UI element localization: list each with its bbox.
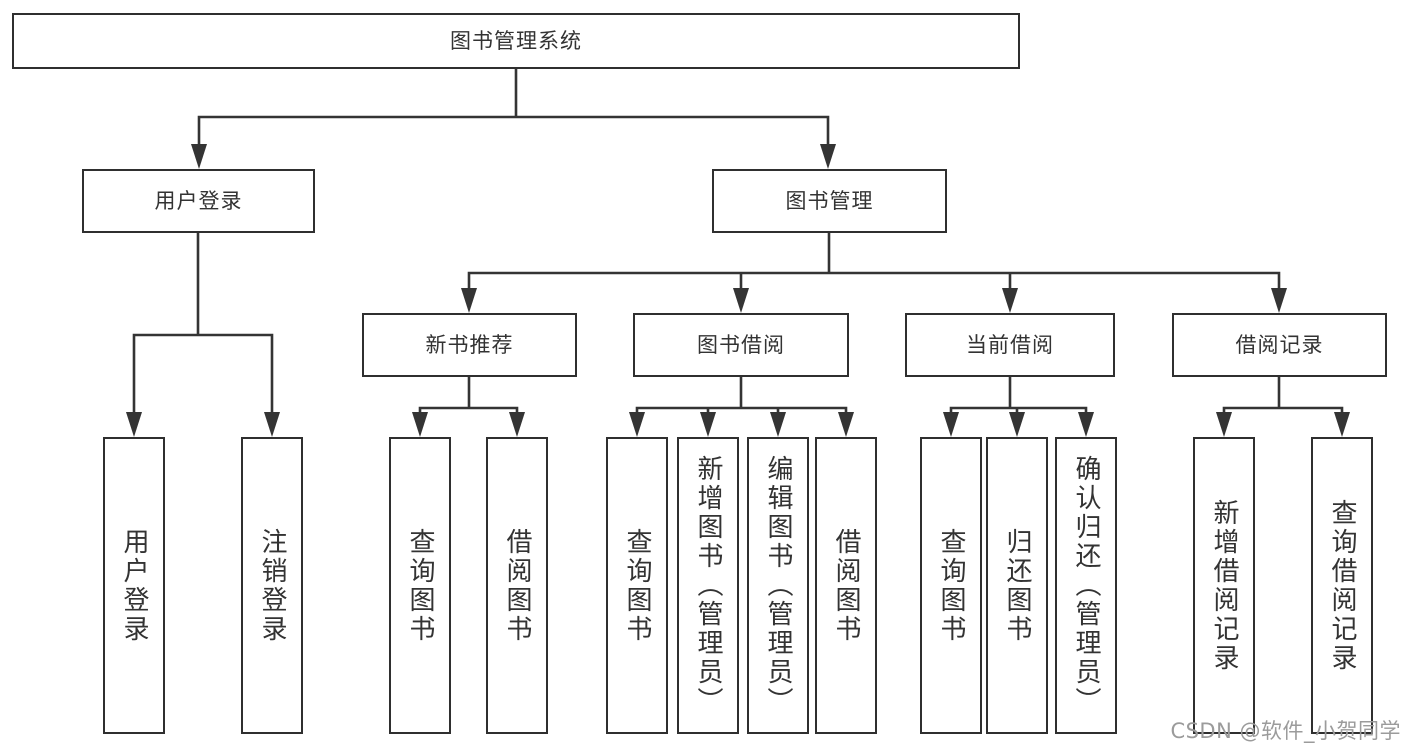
leaf-logout: 注销登录 xyxy=(241,437,303,734)
leaf-borrow-query-books: 查询图书 xyxy=(606,437,668,734)
node-root: 图书管理系统 xyxy=(12,13,1020,69)
node-book-management: 图书管理 xyxy=(712,169,947,233)
leaf-borrow-books: 借阅图书 xyxy=(815,437,877,734)
node-new-book-recommend: 新书推荐 xyxy=(362,313,577,377)
leaf-current-query-books: 查询图书 xyxy=(920,437,982,734)
node-user-login: 用户登录 xyxy=(82,169,315,233)
leaf-edit-books-admin: 编辑图书（管理员） xyxy=(747,437,809,734)
node-current-borrow: 当前借阅 xyxy=(905,313,1115,377)
node-book-borrow: 图书借阅 xyxy=(633,313,849,377)
csdn-watermark: CSDN @软件_小贺同学 xyxy=(1170,719,1401,743)
leaf-add-borrow-record: 新增借阅记录 xyxy=(1193,437,1255,734)
leaf-rec-borrow-books: 借阅图书 xyxy=(486,437,548,734)
leaf-rec-query-books: 查询图书 xyxy=(389,437,451,734)
leaf-user-login: 用户登录 xyxy=(103,437,165,734)
leaf-confirm-return-admin: 确认归还（管理员） xyxy=(1055,437,1117,734)
leaf-query-borrow-record: 查询借阅记录 xyxy=(1311,437,1373,734)
leaf-add-books-admin: 新增图书（管理员） xyxy=(677,437,739,734)
node-borrow-records: 借阅记录 xyxy=(1172,313,1387,377)
leaf-return-books: 归还图书 xyxy=(986,437,1048,734)
